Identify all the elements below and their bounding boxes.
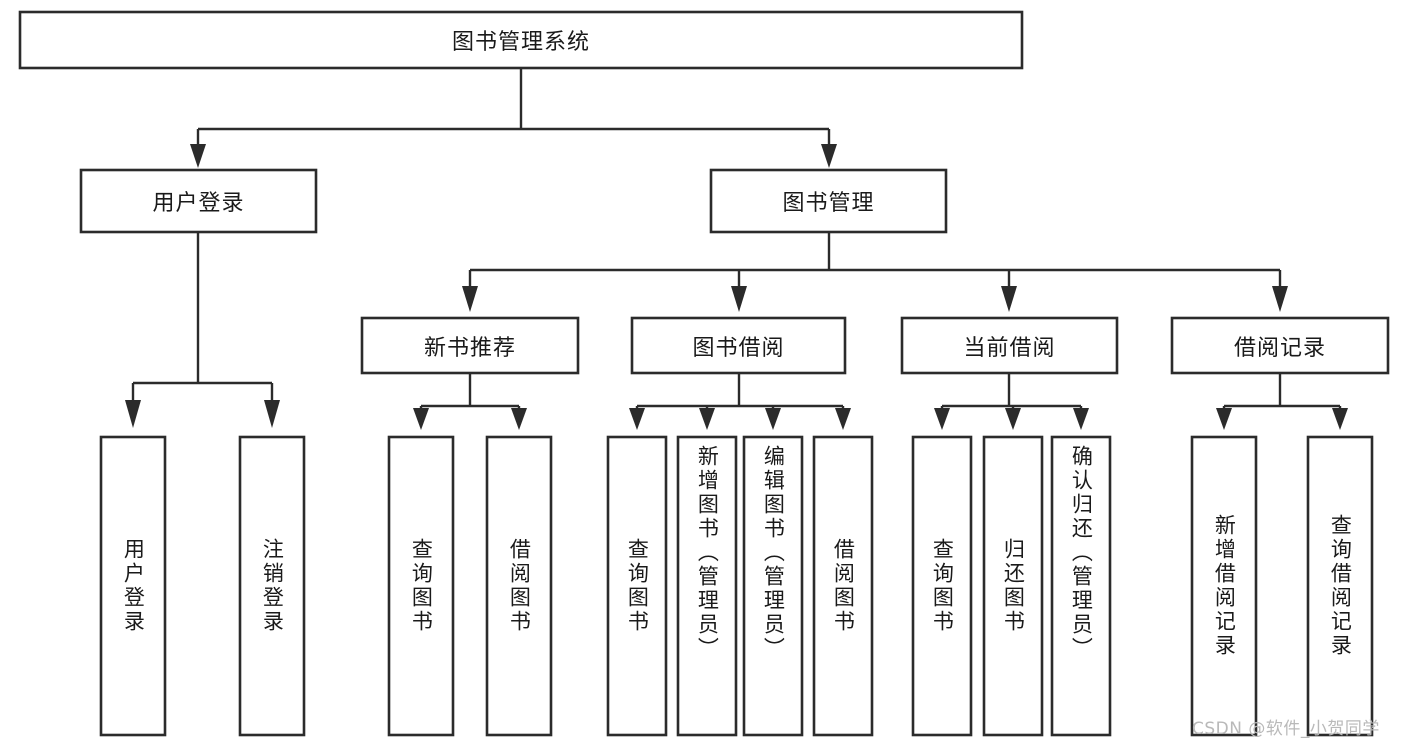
node-box-leaf-add-book[interactable] [676, 435, 738, 737]
arrow-head-book-management [821, 144, 837, 168]
node-box-leaf-user-login[interactable] [99, 435, 167, 737]
arrow-head-leaf-user-login [125, 400, 141, 428]
arrow-head-leaf-borrow-book-recommend [511, 408, 527, 430]
arrow-head-leaf-add-borrow-record [1216, 408, 1232, 430]
node-box-current-borrow[interactable] [900, 316, 1119, 375]
node-box-book-management[interactable] [709, 168, 948, 234]
csdn-watermark: CSDN @软件_小贺同学 [1192, 719, 1380, 739]
connector-group-book-management [462, 232, 1288, 312]
connector-group-user-login [125, 232, 280, 428]
node-box-new-book-recommend[interactable] [360, 316, 580, 375]
node-box-leaf-add-borrow-record[interactable] [1190, 435, 1258, 737]
node-box-leaf-query-borrow-record[interactable] [1306, 435, 1374, 737]
arrow-head-leaf-return-book [1005, 408, 1021, 430]
connector-group-new-book-recommend [413, 373, 527, 430]
arrow-head-user-login [190, 144, 206, 168]
node-box-borrow-record[interactable] [1170, 316, 1390, 375]
connector-group-current-borrow [934, 373, 1089, 430]
node-box-leaf-edit-book[interactable] [742, 435, 804, 737]
node-box-leaf-query-book-borrow[interactable] [606, 435, 668, 737]
arrow-head-leaf-confirm-return [1073, 408, 1089, 430]
node-box-book-borrow[interactable] [630, 316, 847, 375]
node-box-leaf-query-book-current[interactable] [911, 435, 973, 737]
node-box-leaf-borrow-book-recommend[interactable] [485, 435, 553, 737]
arrow-head-new-book-recommend [462, 286, 478, 312]
connector-group-borrow-record [1216, 373, 1348, 430]
arrow-head-leaf-logout [264, 400, 280, 428]
arrow-head-leaf-query-book-borrow [629, 408, 645, 430]
arrow-head-borrow-record [1272, 286, 1288, 312]
arrow-head-leaf-query-book-recommend [413, 408, 429, 430]
arrow-head-leaf-query-borrow-record [1332, 408, 1348, 430]
connector-group-root [190, 68, 837, 168]
node-box-leaf-confirm-return[interactable] [1050, 435, 1112, 737]
arrow-head-book-borrow [731, 286, 747, 312]
arrow-head-leaf-query-book-current [934, 408, 950, 430]
node-box-root[interactable] [18, 10, 1024, 70]
arrow-head-leaf-edit-book [765, 408, 781, 430]
node-box-leaf-query-book-recommend[interactable] [387, 435, 455, 737]
arrow-head-current-borrow [1001, 286, 1017, 312]
arrow-head-leaf-add-book [699, 408, 715, 430]
node-box-user-login[interactable] [79, 168, 318, 234]
node-box-leaf-borrow-book[interactable] [812, 435, 874, 737]
node-box-leaf-logout[interactable] [238, 435, 306, 737]
arrow-head-leaf-borrow-book [835, 408, 851, 430]
node-box-leaf-return-book[interactable] [982, 435, 1044, 737]
connector-group-book-borrow [629, 373, 851, 430]
